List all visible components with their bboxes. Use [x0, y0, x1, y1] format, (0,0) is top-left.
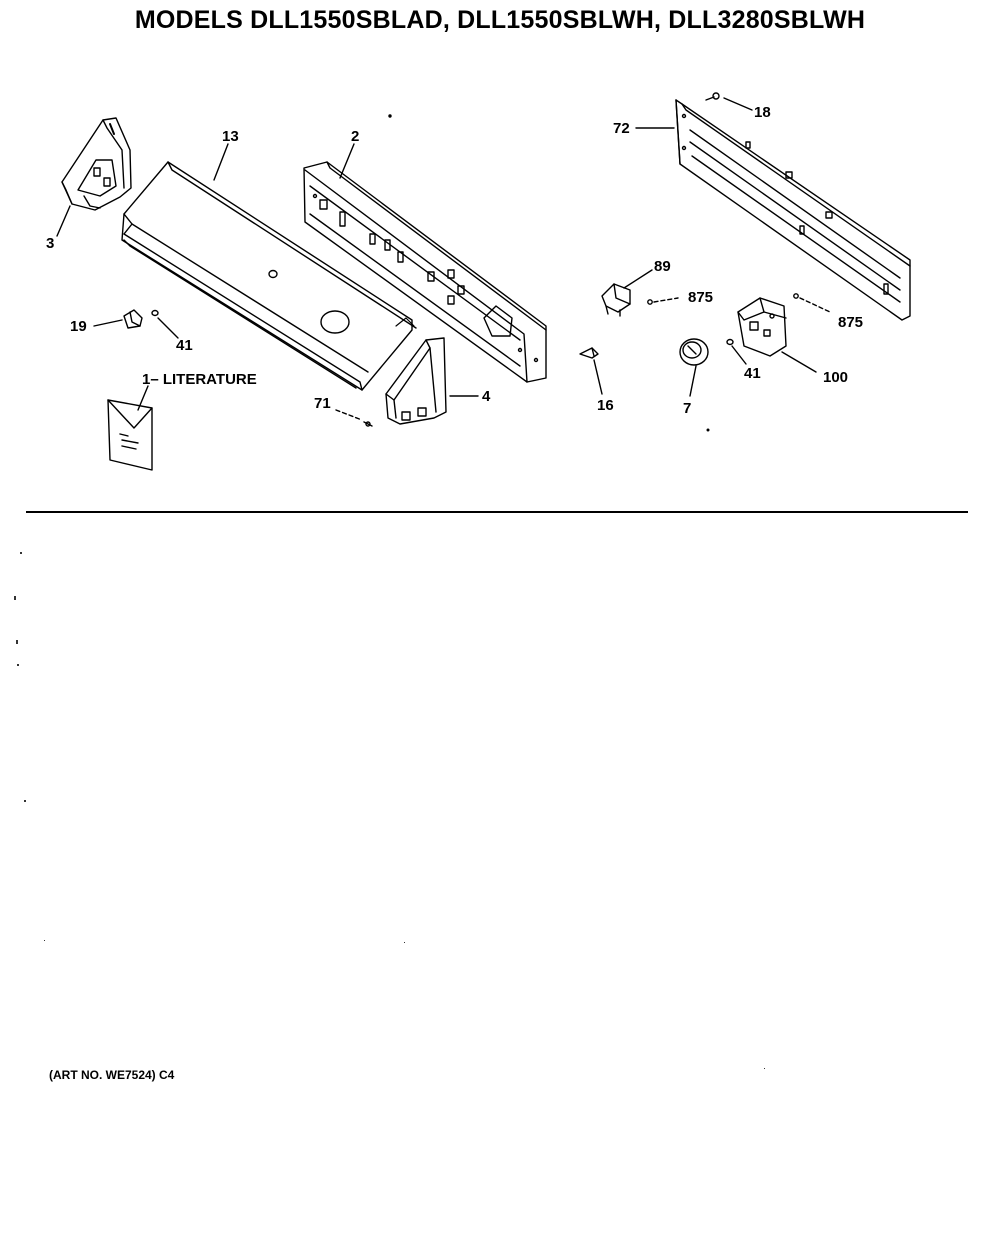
leader-875-left: [653, 297, 679, 303]
part-89-switch: [601, 283, 631, 317]
part-4-right-end-cap: [385, 337, 447, 425]
callout-3: 3: [46, 235, 54, 252]
leader-41-right: [731, 345, 747, 365]
exploded-parts-diagram: 1– LITERATURE 2 3 4 7 13 16 18 19 41 41 …: [0, 0, 1000, 520]
callout-875-right: 875: [838, 314, 863, 331]
leader-41-left: [157, 317, 179, 339]
section-divider: [26, 511, 968, 513]
scan-speck: [14, 596, 16, 600]
art-number: (ART NO. WE7524) C4: [49, 1068, 175, 1082]
part-19-button: [123, 309, 143, 329]
leader-71: [335, 409, 363, 421]
part-13-console: [121, 161, 417, 391]
part-18-screw: [705, 92, 720, 101]
callout-19: 19: [70, 318, 87, 335]
part-16-knob: [579, 347, 599, 359]
leader-18: [723, 97, 753, 111]
scan-speck: [44, 940, 45, 941]
leader-100: [781, 351, 817, 373]
callout-4: 4: [482, 388, 491, 405]
scan-speck: [17, 664, 19, 666]
leader-89: [623, 269, 653, 289]
scan-speck: [764, 1068, 765, 1069]
callout-89: 89: [654, 258, 671, 275]
part-2-control-panel: [303, 161, 547, 383]
callout-2: 2: [351, 128, 359, 145]
part-72-rear-panel: [675, 99, 911, 321]
part-875-screw-left: [647, 299, 653, 305]
part-3-left-end-cap: [61, 117, 132, 211]
scan-speck: [20, 552, 22, 554]
part-875-screw-right: [793, 293, 799, 299]
scan-speck: [404, 942, 405, 943]
callout-72: 72: [613, 120, 630, 137]
callout-16: 16: [597, 397, 614, 414]
part-41-nut-left: [151, 309, 159, 317]
leader-875-right: [799, 297, 831, 313]
page-title: MODELS DLL1550SBLAD, DLL1550SBLWH, DLL32…: [134, 6, 866, 34]
callout-18: 18: [754, 104, 771, 121]
scan-speck: [16, 640, 18, 644]
leader-16: [593, 359, 603, 395]
leader-7: [689, 365, 697, 397]
part-1-literature-envelope: [107, 399, 153, 471]
callout-13: 13: [222, 128, 239, 145]
part-71-screw: [363, 421, 373, 427]
leader-19: [93, 319, 123, 327]
callout-41-right: 41: [744, 365, 761, 382]
callout-7: 7: [683, 400, 691, 417]
callout-875-left: 875: [688, 289, 713, 306]
part-41-nut-right: [726, 338, 734, 346]
callout-1-literature: 1– LITERATURE: [142, 371, 257, 388]
leader-2: [339, 143, 355, 179]
leader-1: [137, 385, 149, 411]
leader-3: [56, 205, 71, 237]
part-100-timer: [737, 297, 787, 357]
callout-71: 71: [314, 395, 331, 412]
callout-100: 100: [823, 369, 848, 386]
leader-13: [213, 143, 229, 181]
part-7-timer-knob: [679, 338, 709, 366]
callout-41-left: 41: [176, 337, 193, 354]
scan-speck: [24, 800, 26, 802]
